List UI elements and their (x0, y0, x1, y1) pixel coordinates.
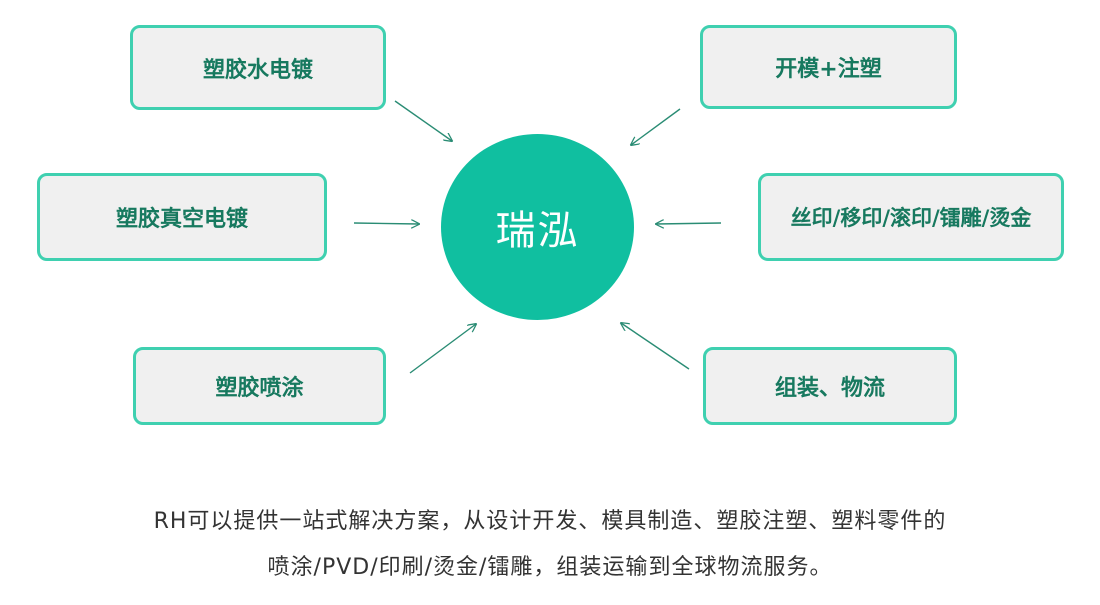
service-box-mold-injection: 开模+注塑 (700, 25, 957, 109)
hub-label: 瑞泓 (495, 208, 580, 254)
arrow-right-bottom (621, 323, 690, 370)
service-box-plastic-water-plating: 塑胶水电镀 (130, 25, 386, 110)
service-label: 组装、物流 (774, 376, 885, 401)
caption-line-1: RH可以提供一站式解决方案，从设计开发、模具制造、塑胶注塑、塑料零件的 (153, 509, 947, 534)
service-label: 丝印/移印/滚印/镭雕/烫金 (790, 206, 1032, 230)
service-box-printing-engraving: 丝印/移印/滚印/镭雕/烫金 (758, 173, 1064, 261)
hub-circle: 瑞泓 (441, 134, 634, 320)
arrow-right-top (631, 108, 681, 145)
caption-line-2: 喷涂/PVD/印刷/烫金/镭雕，组装运输到全球物流服务。 (267, 555, 833, 580)
service-box-plastic-spraying: 塑胶喷涂 (133, 347, 386, 425)
arrow-right-middle (656, 223, 722, 224)
service-label: 开模+注塑 (775, 57, 882, 82)
service-label: 塑胶喷涂 (215, 376, 304, 401)
arrow-left-bottom (409, 324, 476, 374)
service-box-plastic-vacuum-plating: 塑胶真空电镀 (37, 173, 327, 261)
service-box-assembly-logistics: 组装、物流 (703, 347, 957, 425)
service-label: 塑胶水电镀 (202, 57, 313, 83)
service-label: 塑胶真空电镀 (115, 207, 248, 232)
arrow-left-middle (353, 223, 419, 224)
arrow-left-top (394, 100, 452, 141)
